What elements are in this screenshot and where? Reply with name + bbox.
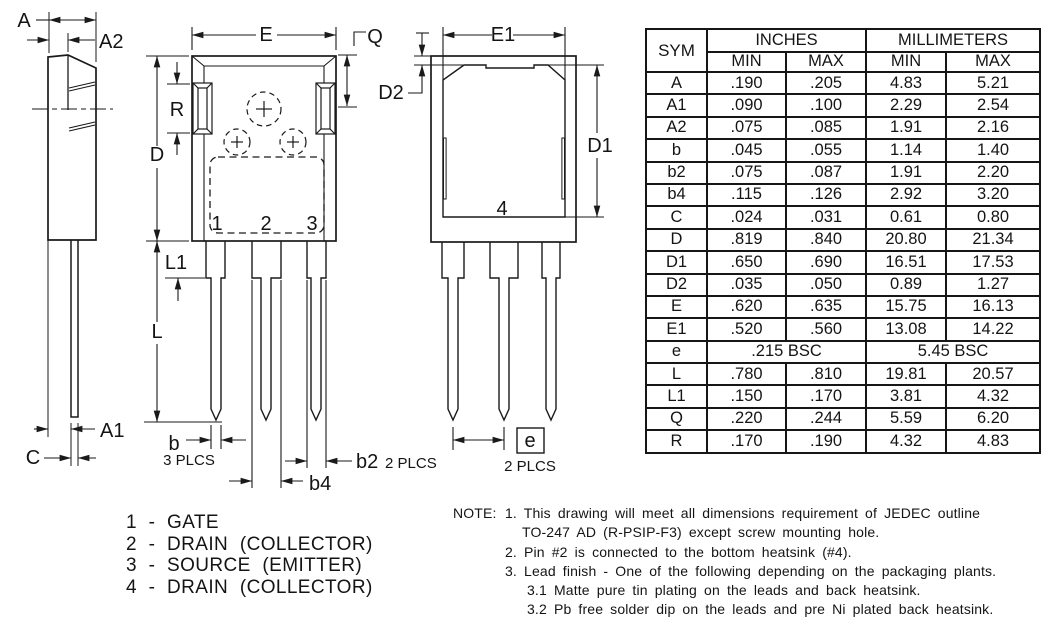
front-body-outline	[191, 55, 337, 242]
side-lead	[70, 240, 79, 418]
col-header-inches: INCHES	[706, 28, 867, 53]
dim-label-A: A	[17, 10, 31, 32]
pin-legend-line-2: 2 - DRAIN (COLLECTOR)	[126, 533, 373, 555]
back-leads	[441, 242, 561, 422]
dim-label-A2: A2	[99, 31, 123, 53]
dim-b2: b2 2 PLCS	[285, 280, 437, 473]
side-chamfer-lines	[68, 81, 96, 132]
note-line-1: 1. This drawing will meet all dimensions…	[505, 505, 981, 521]
dim-label-e-plcs: 2 PLCS	[504, 458, 556, 475]
dim-label-A1: A1	[100, 420, 124, 442]
front-left-notch	[192, 82, 213, 135]
dim-e-box	[516, 427, 545, 454]
pin-legend: 1 - GATE 2 - DRAIN (COLLECTOR) 3 - SOURC…	[126, 512, 373, 599]
dim-label-b: b	[168, 433, 179, 455]
front-leads	[205, 241, 327, 422]
pin4-number: 4	[496, 198, 507, 220]
dim-D2: D2	[378, 32, 463, 104]
dim-label-E1: E1	[491, 24, 515, 46]
dim-label-b-plcs: 3 PLCS	[163, 452, 215, 469]
package-drawing: A A2 A1 C	[17, 10, 613, 495]
col-header-in-min: MIN	[706, 51, 787, 73]
col-header-in-max: MAX	[785, 51, 867, 73]
front-view: 1 2 3 E Q	[144, 24, 437, 495]
col-header-sym: SYM	[645, 28, 708, 73]
dim-b4: b4	[229, 280, 331, 495]
dim-label-L1: L1	[165, 252, 187, 274]
col-header-mm-min: MIN	[865, 51, 947, 73]
pin-legend-line-3: 3 - SOURCE (EMITTER)	[126, 555, 363, 577]
die-pad-hidden-outline	[209, 156, 325, 234]
back-body-outline	[430, 55, 577, 243]
pin2-number: 2	[260, 213, 271, 235]
dimension-table: SYM INCHES MILLIMETERS MIN MAX MIN MAX A…	[645, 28, 1041, 454]
note-line-3-2: 3.2 Pb free solder dip on the leads and …	[527, 601, 994, 618]
dim-b: b 3 PLCS	[163, 425, 246, 469]
back-view: 4 E1 D2	[378, 24, 613, 475]
note-line-2: 2. Pin #2 is connected to the bottom hea…	[505, 543, 852, 560]
dim-e: e 2 PLCS	[452, 427, 556, 475]
dim-E: E	[191, 24, 337, 50]
dim-Q: Q	[338, 26, 383, 108]
dim-label-b2-plcs: 2 PLCS	[385, 455, 437, 472]
dim-label-D: D	[150, 144, 164, 166]
dim-A1: A1	[34, 420, 124, 442]
dim-label-D2: D2	[378, 82, 404, 104]
dim-C: C	[26, 447, 96, 469]
back-heatsink-outline	[442, 64, 566, 218]
dim-D1: D1	[544, 64, 613, 218]
mounting-hole	[246, 91, 282, 127]
dim-label-R: R	[170, 99, 184, 121]
side-body-outline	[47, 54, 97, 241]
dim-label-E: E	[259, 24, 272, 46]
dim-D: D	[146, 55, 189, 242]
back-heatsink-hatch	[443, 137, 566, 200]
dim-label-e: e	[524, 430, 535, 452]
note-line-1b: TO-247 AD (R-PSIP-F3) except screw mount…	[522, 524, 880, 541]
dim-label-b4: b4	[309, 473, 331, 495]
dim-R: R	[167, 62, 190, 155]
front-right-notch	[315, 82, 336, 135]
note-line-3: 3. Lead finish - One of the following de…	[505, 562, 997, 579]
notes-block: NOTE: 1. This drawing will meet all dime…	[453, 504, 996, 620]
dim-L1: L1	[165, 252, 205, 301]
dim-label-D1: D1	[587, 135, 613, 157]
dim-label-C: C	[26, 447, 40, 469]
dim-E1: E1	[442, 24, 566, 80]
dim-label-Q: Q	[367, 26, 383, 48]
pilot-hole-right	[279, 128, 307, 156]
dim-A2: A2	[27, 31, 123, 53]
notes-label: NOTE:	[453, 505, 497, 521]
col-header-millimeters: MILLIMETERS	[865, 28, 1041, 53]
side-view: A A2 A1 C	[17, 10, 124, 469]
note-line-3-1: 3.1 Matte pure tin plating on the leads …	[527, 582, 921, 599]
pin-legend-line-1: 1 - GATE	[126, 512, 219, 533]
dim-label-b2: b2	[356, 451, 378, 473]
pilot-hole-left	[223, 128, 251, 156]
dim-A: A	[17, 10, 97, 32]
col-header-mm-max: MAX	[945, 51, 1041, 73]
dim-label-L: L	[151, 321, 162, 343]
pin1-number: 1	[211, 213, 222, 235]
pin-legend-line-4: 4 - DRAIN (COLLECTOR)	[126, 577, 373, 599]
dim-L: L	[144, 240, 222, 423]
pin3-number: 3	[306, 213, 317, 235]
